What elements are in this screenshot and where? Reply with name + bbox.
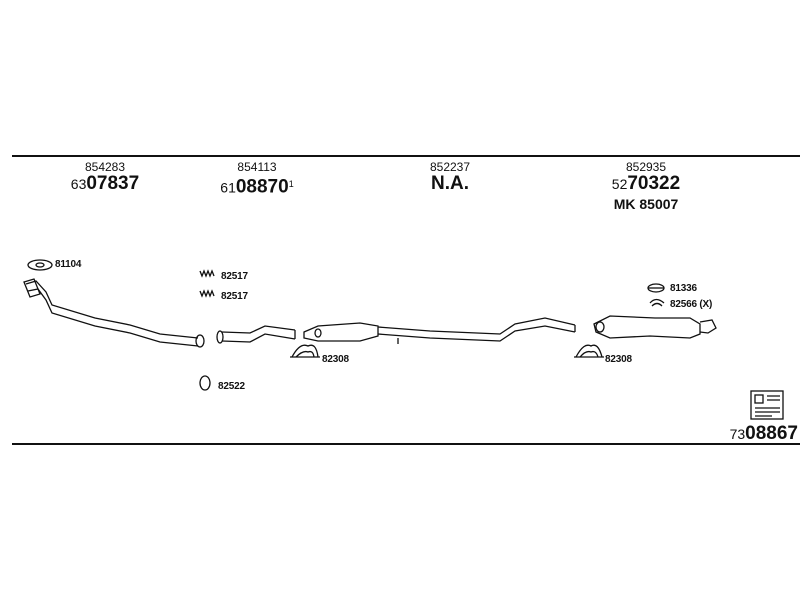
part-header-center-silencer: 852237 N.A. <box>405 160 495 194</box>
bottom-rule <box>12 443 800 445</box>
hanger-icon <box>649 298 665 307</box>
part-number: 61088701 <box>220 176 294 198</box>
part-header-rear-silencer: 852935 5270322 MK 85007 <box>596 160 696 212</box>
part-header-middle-pipe: 854113 61088701 <box>207 160 307 198</box>
label-gasket: 81104 <box>55 259 82 270</box>
reference-code: 7308867 <box>729 423 798 444</box>
part-ref: 852237 <box>429 160 471 174</box>
gasket-icon <box>27 259 53 271</box>
part-number: N.A. <box>431 173 469 194</box>
middle-pipe <box>216 325 296 344</box>
front-pipe <box>23 278 205 348</box>
mounting-kit: MK 85007 <box>613 196 679 212</box>
part-ref: 854283 <box>84 160 126 174</box>
reference-icon <box>750 390 784 420</box>
part-number: 6307837 <box>70 173 140 194</box>
part-ref: 854113 <box>237 160 277 174</box>
clamp-icon <box>290 344 320 358</box>
clamp-icon <box>574 344 604 358</box>
rubber-mount-icon <box>647 283 665 293</box>
label-hanger: 82566 (X) <box>670 299 713 310</box>
part-number: 5270322 <box>611 173 681 194</box>
label-rubber-mount: 81336 <box>670 283 697 294</box>
center-silencer <box>303 317 576 344</box>
label-clamp-left: 82308 <box>322 354 349 365</box>
label-clamp-right: 82308 <box>605 354 632 365</box>
bolt-icon <box>199 269 215 298</box>
label-bolt-2: 82517 <box>221 291 248 302</box>
ring-icon <box>199 375 211 391</box>
part-ref: 852935 <box>625 160 667 174</box>
part-header-front-pipe: 854283 6307837 <box>60 160 150 194</box>
top-rule <box>12 155 800 157</box>
label-bolt-1: 82517 <box>221 271 248 282</box>
rear-silencer <box>593 315 717 339</box>
label-ring: 82522 <box>218 381 245 392</box>
